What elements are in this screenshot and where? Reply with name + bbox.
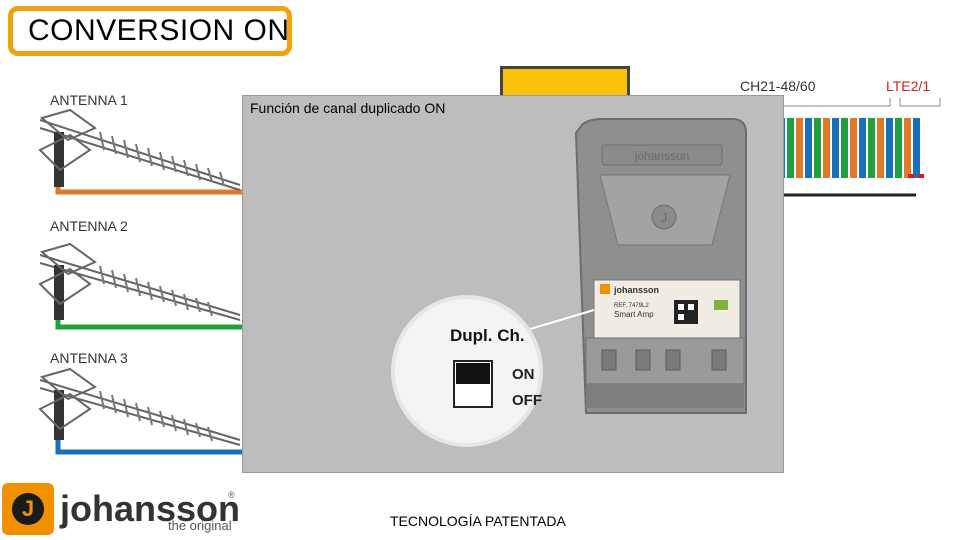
channel-range-label: CH21-48/60 (740, 78, 816, 94)
title-frame (8, 6, 292, 56)
housing-brand: johansson (634, 149, 690, 163)
spectrum-bar (886, 118, 893, 178)
antenna-3-label: ANTENNA 3 (50, 350, 128, 366)
f-connector (665, 349, 681, 371)
spectrum-bar (913, 118, 920, 178)
device-illustration: J johansson johansson REF. 7479L2 Smart … (391, 118, 747, 447)
antenna-1-label: ANTENNA 1 (50, 92, 128, 108)
lte-marker (918, 174, 924, 178)
brand-tagline: the original (168, 518, 232, 533)
panel-caption: Función de canal duplicado ON (250, 100, 446, 116)
page-title: CONVERSION ON (28, 14, 290, 47)
f-connector (601, 349, 617, 371)
patent-label: TECNOLOGÍA PATENTADA (390, 513, 566, 529)
spectrum-bar (850, 118, 857, 178)
antenna-1-icon (38, 108, 241, 191)
spectrum-bar (787, 118, 794, 178)
dip-switch-knob (456, 363, 490, 384)
spectrum-bar (841, 118, 848, 178)
f-connector (635, 349, 651, 371)
logo-letter: J (12, 493, 44, 525)
label-brand: johansson (613, 285, 659, 295)
brand-logo-icon: J (2, 483, 54, 535)
svg-text:J: J (661, 210, 668, 225)
spectrum-bar (868, 118, 875, 178)
spectrum-bar (823, 118, 830, 178)
switch-off-label: OFF (512, 392, 542, 409)
qr-code (674, 300, 698, 324)
switch-title: Dupl. Ch. (450, 326, 525, 345)
brand-registered-mark: ® (228, 490, 235, 500)
brand-logo-text: johansson (60, 488, 241, 529)
lte-label: LTE2/1 (886, 78, 931, 94)
switch-on-label: ON (512, 366, 535, 383)
spectrum-bars (778, 118, 920, 178)
spectrum-bar (895, 118, 902, 178)
f-connector (711, 349, 727, 371)
spectrum-bar (859, 118, 866, 178)
antenna-2-label: ANTENNA 2 (50, 218, 128, 234)
antenna-3-icon (38, 367, 241, 446)
lte-bracket (899, 98, 941, 107)
antenna-2-icon (38, 242, 241, 321)
label-product: Smart Amp (614, 310, 654, 319)
spectrum-bar (814, 118, 821, 178)
label-model: REF. 7479L2 (614, 303, 649, 309)
spectrum-bar (796, 118, 803, 178)
spectrum-bar (832, 118, 839, 178)
spectrum-bar (877, 118, 884, 178)
spectrum-bar (904, 118, 911, 178)
lte-marker (908, 174, 914, 178)
spectrum-bar (805, 118, 812, 178)
